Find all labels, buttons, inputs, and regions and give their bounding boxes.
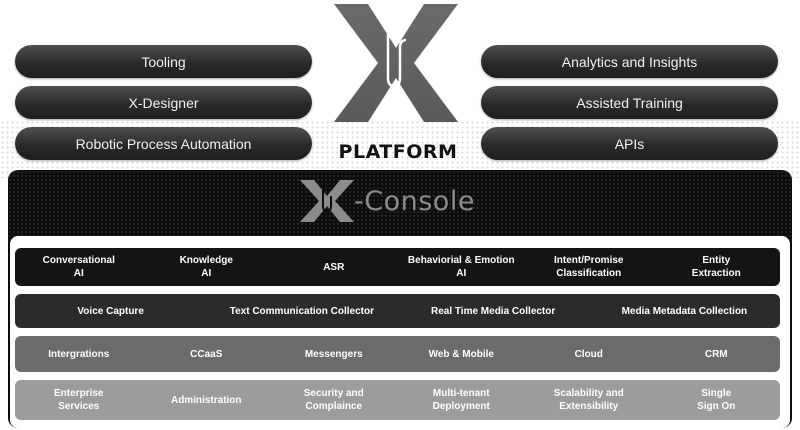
cell-administration: Administration <box>170 394 242 406</box>
cell-single-sign-on: Single Sign On <box>697 388 736 412</box>
cell-voice-capture: Voice Capture <box>77 305 144 317</box>
cell-enterprise-services: Enterprise Services <box>54 388 104 412</box>
pill-robotic-process-automation: Robotic Process Automation <box>15 127 312 160</box>
cell-behavioral-emotion-ai: Behaviorial & Emotion AI <box>407 255 515 279</box>
platform-label: PLATFORM <box>338 141 458 163</box>
cell-messengers: Messengers <box>304 348 363 360</box>
cell-real-time-media-collector: Real Time Media Collector <box>430 305 556 317</box>
cell-intergrations: Intergrations <box>48 348 110 360</box>
pill-x-designer: X-Designer <box>15 86 312 119</box>
cell-conversational-ai: Conversational AI <box>42 255 115 279</box>
console-texture <box>8 170 792 240</box>
cell-crm: CRM <box>704 348 728 360</box>
cell-intent-classification: Intent/Promise Classification <box>554 255 624 279</box>
cell-web-mobile: Web & Mobile <box>428 348 494 360</box>
x-console-title: -Console <box>300 178 475 224</box>
cell-asr: ASR <box>323 261 345 273</box>
cell-text-communication-collector: Text Communication Collector <box>229 305 375 317</box>
row-integrations: Intergrations CCaaS Messengers Web & Mob… <box>15 336 780 372</box>
pill-tooling: Tooling <box>15 45 312 78</box>
cell-entity-extraction: Entity Extraction <box>691 255 741 279</box>
row-ai-services: Conversational AI Knowledge AI ASR Behav… <box>15 248 780 286</box>
row-enterprise: Enterprise Services Administration Secur… <box>15 380 780 420</box>
console-label: -Console <box>354 185 475 217</box>
cell-scalability-extensibility: Scalability and Extensibility <box>553 388 624 412</box>
cell-ccaas: CCaaS <box>190 348 223 360</box>
cell-media-metadata-collection: Media Metadata Collection <box>621 305 748 317</box>
cell-multi-tenant-deployment: Multi-tenant Deployment <box>432 388 490 412</box>
pill-assisted-training: Assisted Training <box>481 86 778 119</box>
cell-knowledge-ai: Knowledge AI <box>179 255 233 279</box>
cell-security-compliance: Security and Complaince <box>303 388 364 412</box>
console-x-icon <box>300 180 354 222</box>
row-collectors: Voice Capture Text Communication Collect… <box>15 294 780 328</box>
pill-analytics-and-insights: Analytics and Insights <box>481 45 778 78</box>
pill-apis: APIs <box>481 127 778 160</box>
cell-cloud: Cloud <box>574 348 603 360</box>
x-logo-icon <box>334 4 458 122</box>
